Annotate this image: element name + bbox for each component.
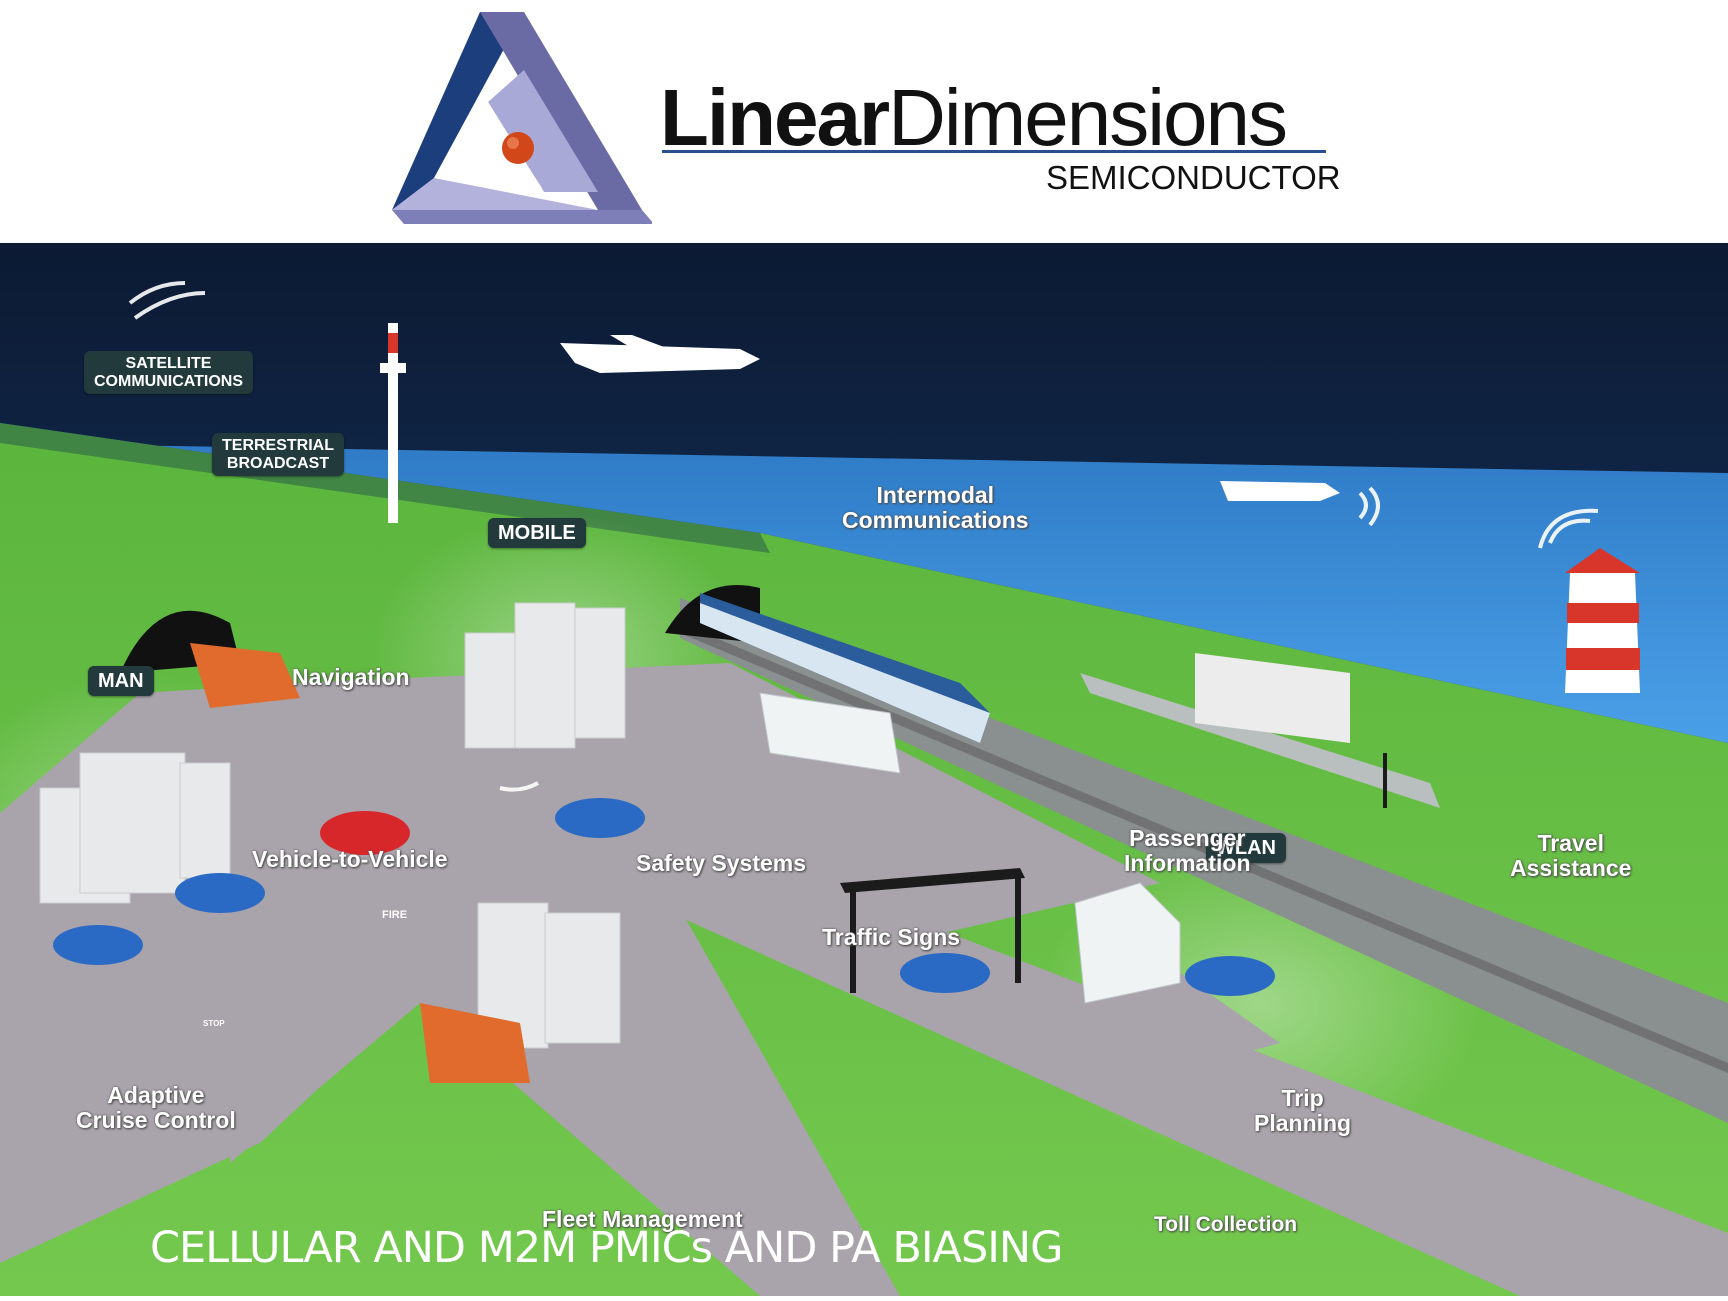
brand-name: LinearDimensions: [660, 78, 1288, 158]
mobile-tag: MOBILE: [488, 518, 586, 548]
fleet-management-label: Fleet Management: [542, 1206, 743, 1232]
brand-name-regular: Dimensions: [888, 73, 1288, 162]
brand-name-bold: Linear: [660, 73, 890, 162]
satellite-communications-tag: SATELLITE COMMUNICATIONS: [84, 351, 254, 395]
intermodal-communications-label: Intermodal Communications: [842, 482, 1029, 534]
wlan-tag: WLAN: [1206, 833, 1286, 863]
travel-assistance-label: Travel Assistance: [1510, 830, 1632, 882]
trip-planning-label: Trip Planning: [1254, 1085, 1352, 1137]
scene-artwork: [0, 243, 1728, 1296]
traffic-signs-label: Traffic Signs: [822, 924, 961, 950]
man-tag: MAN: [88, 666, 154, 696]
brand-subtitle: SEMICONDUCTOR: [1046, 159, 1341, 196]
vehicle-to-vehicle-label: Vehicle-to-Vehicle: [252, 846, 448, 872]
passenger-information-label: Passenger Information: [1124, 825, 1251, 877]
navigation-label: Navigation: [292, 664, 410, 690]
caption: CELLULAR AND M2M PMICs AND PA BIASING: [150, 1223, 1063, 1273]
header: LinearDimensions SEMICONDUCTOR: [0, 0, 1728, 242]
fire-truck-text: FIRE: [382, 909, 408, 921]
safety-systems-label: Safety Systems: [636, 850, 807, 876]
adaptive-cruise-control-label: Adaptive Cruise Control: [76, 1082, 236, 1134]
terrestrial-broadcast-tag: TERRESTRIAL BROADCAST: [212, 433, 344, 477]
brand-underline: [662, 150, 1326, 153]
stop-sign-text: STOP: [203, 1019, 225, 1028]
linear-dimensions-logo-icon: [392, 12, 652, 224]
toll-collection-label: Toll Collection: [1154, 1213, 1298, 1236]
connectivity-illustration: SATELLITE COMMUNICATIONS TERRESTRIAL BRO…: [0, 243, 1728, 1296]
